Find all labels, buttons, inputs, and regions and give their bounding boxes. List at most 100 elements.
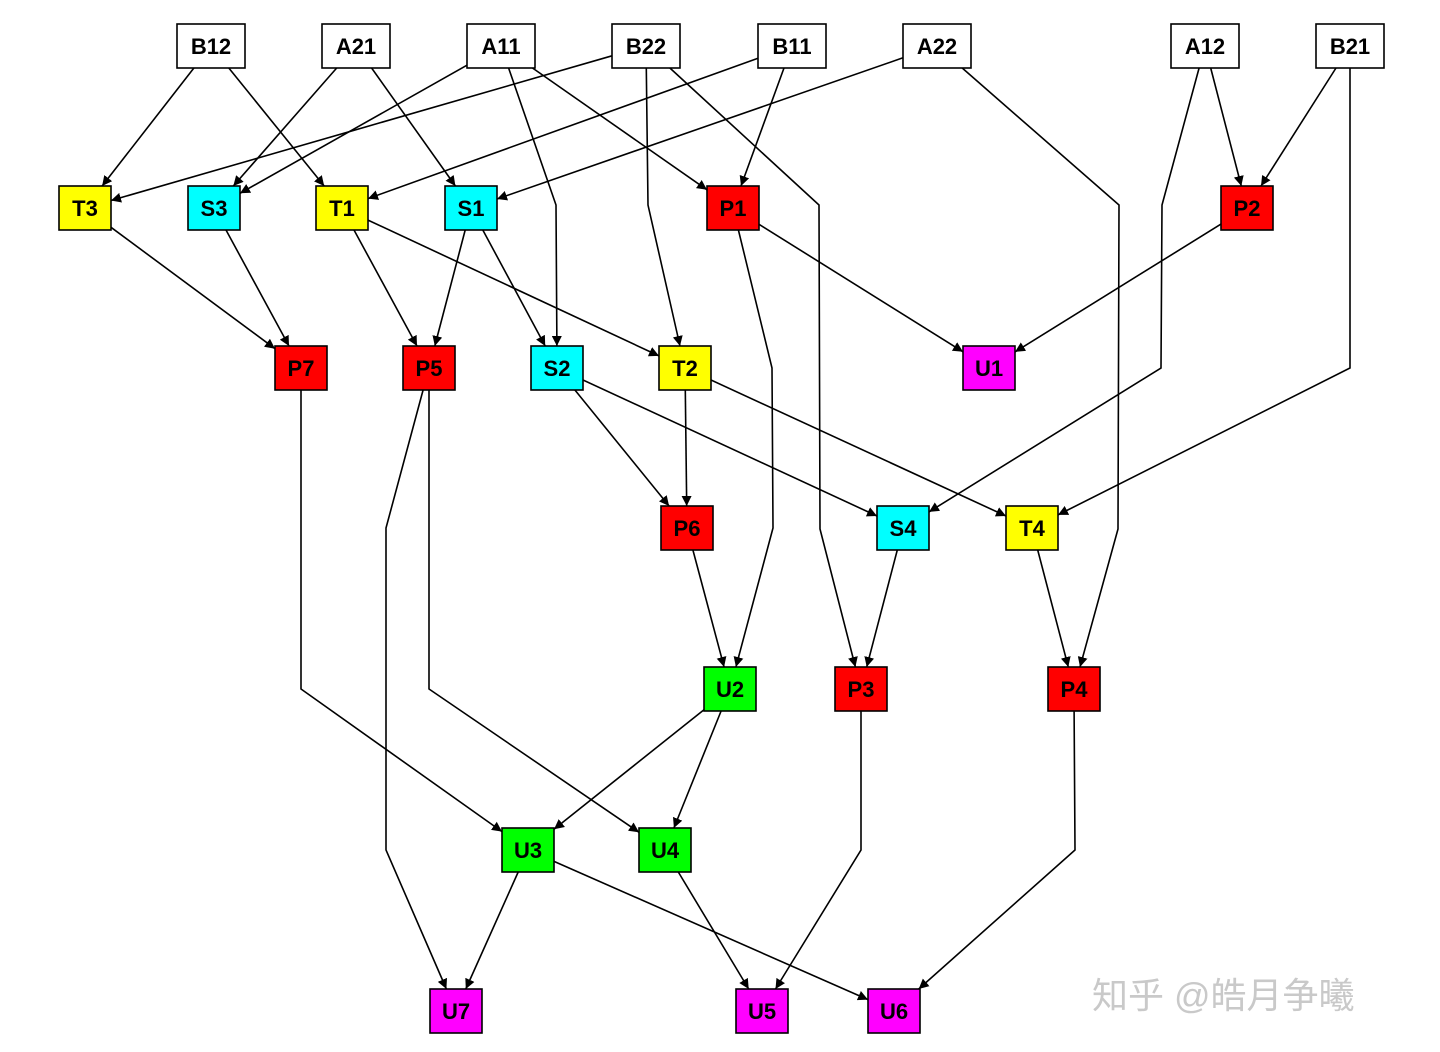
edge-b12-to-t3 bbox=[101, 67, 195, 187]
node-box-p6 bbox=[660, 505, 714, 551]
edges-layer bbox=[101, 55, 1351, 1001]
node-label-u3: U3 bbox=[514, 838, 542, 863]
node-label-t2: T2 bbox=[672, 356, 698, 381]
edge-t3-to-p7 bbox=[110, 226, 276, 350]
node-label-p2: P2 bbox=[1234, 196, 1261, 221]
node-u2: U2 bbox=[703, 666, 757, 712]
node-p2: P2 bbox=[1220, 185, 1274, 231]
node-box-u1 bbox=[962, 345, 1016, 391]
node-u4: U4 bbox=[638, 827, 692, 873]
node-label-a11: A11 bbox=[481, 34, 520, 59]
node-s4: S4 bbox=[876, 505, 930, 551]
edge-a11-to-s3 bbox=[239, 64, 468, 194]
edge-p1-to-u2 bbox=[733, 229, 774, 668]
node-p1: P1 bbox=[706, 185, 760, 231]
node-box-a21 bbox=[321, 23, 391, 69]
node-box-a12 bbox=[1170, 23, 1240, 69]
node-label-t3: T3 bbox=[72, 196, 98, 221]
node-box-u7 bbox=[429, 988, 483, 1034]
edge-s1-to-p5 bbox=[432, 229, 466, 347]
node-label-a12: A12 bbox=[1185, 34, 1225, 59]
watermark-text: 知乎 @皓月争曦 bbox=[1092, 975, 1355, 1016]
edge-p6-to-u2 bbox=[692, 549, 727, 668]
node-label-b12: B12 bbox=[191, 34, 231, 59]
node-box-t3 bbox=[58, 185, 112, 231]
node-label-t4: T4 bbox=[1019, 516, 1045, 541]
node-u1: U1 bbox=[962, 345, 1016, 391]
edge-b22-to-t3 bbox=[110, 55, 613, 203]
node-box-a22 bbox=[902, 23, 972, 69]
node-p7: P7 bbox=[274, 345, 328, 391]
node-u6: U6 bbox=[867, 988, 921, 1034]
node-p4: P4 bbox=[1047, 666, 1101, 712]
node-box-s3 bbox=[187, 185, 241, 231]
node-t1: T1 bbox=[315, 185, 369, 231]
node-box-t4 bbox=[1005, 505, 1059, 551]
node-label-s4: S4 bbox=[890, 516, 918, 541]
edge-p2-to-u1 bbox=[1014, 223, 1222, 353]
node-box-p1 bbox=[706, 185, 760, 231]
edge-a12-to-s4 bbox=[928, 67, 1200, 513]
edge-s1-to-s2 bbox=[482, 229, 546, 347]
node-b11: B11 bbox=[757, 23, 827, 69]
edge-b21-to-t4 bbox=[1057, 68, 1351, 516]
node-label-a22: A22 bbox=[917, 34, 957, 59]
edge-b11-to-p1 bbox=[739, 67, 785, 187]
node-box-a11 bbox=[466, 23, 536, 69]
node-box-u2 bbox=[703, 666, 757, 712]
edge-t2-to-t4 bbox=[710, 379, 1007, 517]
edge-p4-to-u6 bbox=[918, 710, 1076, 990]
edge-s2-to-p6 bbox=[574, 389, 670, 507]
edge-t4-to-p4 bbox=[1036, 549, 1071, 668]
node-box-b22 bbox=[611, 23, 681, 69]
node-box-u5 bbox=[735, 988, 789, 1034]
node-label-u2: U2 bbox=[716, 677, 744, 702]
node-u3: U3 bbox=[501, 827, 555, 873]
node-b22: B22 bbox=[611, 23, 681, 69]
edge-p5-to-u7 bbox=[385, 389, 448, 990]
node-u5: U5 bbox=[735, 988, 789, 1034]
node-box-t1 bbox=[315, 185, 369, 231]
node-box-p3 bbox=[834, 666, 888, 712]
node-label-s2: S2 bbox=[544, 356, 571, 381]
edge-t1-to-p5 bbox=[353, 229, 418, 347]
node-s2: S2 bbox=[530, 345, 584, 391]
node-label-a21: A21 bbox=[336, 34, 376, 59]
node-b21: B21 bbox=[1315, 23, 1385, 69]
node-box-b21 bbox=[1315, 23, 1385, 69]
node-label-t1: T1 bbox=[329, 196, 355, 221]
node-label-p6: P6 bbox=[674, 516, 701, 541]
node-label-p1: P1 bbox=[720, 196, 747, 221]
node-p6: P6 bbox=[660, 505, 714, 551]
node-s1: S1 bbox=[444, 185, 498, 231]
node-box-b12 bbox=[176, 23, 246, 69]
node-label-b22: B22 bbox=[626, 34, 666, 59]
edge-s4-to-p3 bbox=[864, 549, 899, 668]
node-label-b21: B21 bbox=[1330, 34, 1370, 59]
edge-u3-to-u7 bbox=[465, 871, 519, 990]
edge-b21-to-p2 bbox=[1260, 67, 1337, 187]
node-box-p2 bbox=[1220, 185, 1274, 231]
edge-b12-to-t1 bbox=[228, 67, 325, 187]
node-box-s1 bbox=[444, 185, 498, 231]
edge-a22-to-p4 bbox=[961, 67, 1120, 668]
edge-b22-to-p3 bbox=[669, 67, 858, 668]
edge-a12-to-p2 bbox=[1209, 67, 1244, 187]
node-label-p5: P5 bbox=[416, 356, 443, 381]
edge-b11-to-t1 bbox=[367, 57, 759, 200]
edge-a21-to-s1 bbox=[370, 67, 457, 187]
edge-p7-to-u3 bbox=[300, 390, 503, 833]
node-box-u3 bbox=[501, 827, 555, 873]
edge-s2-to-s4 bbox=[582, 379, 878, 517]
edge-p5-to-u4 bbox=[428, 390, 640, 833]
node-box-u6 bbox=[867, 988, 921, 1034]
edge-u2-to-u3 bbox=[553, 709, 705, 830]
node-a22: A22 bbox=[902, 23, 972, 69]
node-label-s3: S3 bbox=[201, 196, 228, 221]
node-box-p7 bbox=[274, 345, 328, 391]
node-t2: T2 bbox=[658, 345, 712, 391]
node-box-s4 bbox=[876, 505, 930, 551]
node-box-p5 bbox=[402, 345, 456, 391]
